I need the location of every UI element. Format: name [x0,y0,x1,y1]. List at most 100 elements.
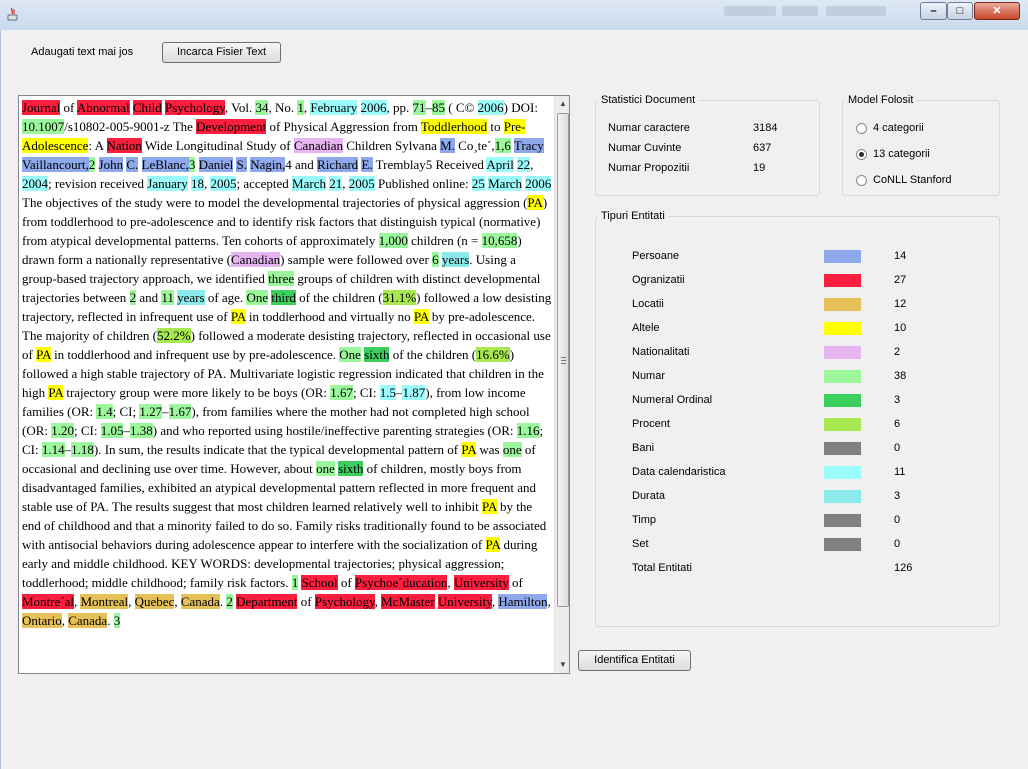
entity-type-count: 0 [894,514,901,526]
text-segment: ( C© [445,100,478,115]
entity-highlight: Montre´al [22,594,74,609]
minimize-button[interactable]: – [920,2,947,20]
entity-highlight: Nation [106,138,142,153]
document-stats-title: Statistici Document [598,94,699,106]
sentences-value: 19 [753,162,766,174]
entity-type-label: Timp [632,514,657,526]
entity-type-count: 27 [894,274,907,286]
title-bar-blurred-area [724,6,776,16]
text-segment: in toddlerhood and infrequent use by pre… [50,347,340,362]
entity-color-swatch [824,538,861,551]
entity-highlight: 3 [113,613,121,628]
entity-highlight: One [339,347,361,362]
text-segment: during early and middle childhood. KEY W… [22,537,538,590]
entity-highlight: one [502,442,522,457]
entity-highlight: PA [413,309,429,324]
text-segment: 4 and [285,157,318,172]
load-file-button[interactable]: Incarca Fisier Text [162,42,281,63]
radio-4-categorii-label[interactable]: 4 categorii [873,122,924,134]
entity-highlight: 1.16 [516,423,540,438]
text-segment: ; CI: [22,423,544,457]
text-segment: of children, mostly boys from disadvanta… [22,461,537,514]
entity-highlight: 25 [471,176,485,191]
entity-highlight: 1.18 [71,442,94,457]
radio-conll-stanford[interactable] [856,175,867,186]
entity-color-swatch [824,298,861,311]
entity-highlight: 16.6% [476,347,510,362]
text-segment: of [337,575,355,590]
vertical-scrollbar[interactable]: ▲ ▼ [554,96,569,673]
entity-highlight: 85 [432,100,446,115]
entity-highlight: 2 [129,290,137,305]
text-segment: Children Sylvana [342,138,441,153]
text-segment: . Using a group-based trajectory approac… [22,252,516,286]
entity-type-label: Altele [632,322,660,334]
entity-highlight: Ontario [22,613,62,628]
entity-color-swatch [824,490,861,503]
entity-highlight: 1.38 [129,423,153,438]
entity-color-swatch [824,442,861,455]
document-text-area[interactable]: Journal of Abnormal Child Psychology, Vo… [18,95,570,674]
text-segment: , [447,575,454,590]
scrollbar-thumb[interactable] [557,113,569,607]
radio-conll-stanford-label[interactable]: CoNLL Stanford [873,174,952,186]
scroll-down-icon[interactable]: ▼ [559,660,567,669]
entity-highlight: sixth [338,461,364,476]
entity-highlight: M. [440,138,455,153]
entity-highlight: University [437,594,492,609]
entity-highlight: 1.4 [96,404,113,419]
entity-color-swatch [824,514,861,527]
text-segment: ) DOI: [503,100,538,115]
entity-highlight: years [177,290,205,305]
entity-highlight: PA [461,442,477,457]
entity-type-label: Set [632,538,649,550]
entity-highlight: 71 [412,100,426,115]
entity-highlight: 1 [297,100,304,115]
entity-highlight: PA [485,537,501,552]
model-title: Model Folosit [845,94,917,106]
text-segment: of [60,100,77,115]
entity-highlight: 1.67 [168,404,192,419]
text-segment: of the children ( [389,347,477,362]
entity-highlight: One [246,290,269,305]
radio-13-categorii[interactable] [856,149,867,160]
radio-4-categorii[interactable] [856,123,867,134]
text-segment: children (n = [407,233,482,248]
entity-highlight: S. [236,157,247,172]
grip-line [561,363,566,364]
entity-type-count: 2 [894,346,901,358]
text-segment: /s10802-005-9001-z The [64,119,197,134]
text-segment: in toddlerhood and virtually no [245,309,414,324]
scroll-up-icon[interactable]: ▲ [559,99,567,108]
entity-highlight: Child [132,100,162,115]
text-segment: of [297,594,315,609]
close-button[interactable]: ✕ [974,2,1020,20]
entity-type-label: Persoane [632,250,680,262]
entity-type-count: 6 [894,418,901,430]
text-segment: trajectory group were more likely to be … [63,385,331,400]
entity-type-label: Durata [632,490,666,502]
radio-13-categorii-label[interactable]: 13 categorii [873,148,930,160]
entity-highlight: Montreal [80,594,129,609]
entity-highlight: Abnormal [76,100,130,115]
text-segment: . [219,594,227,609]
text-segment: , Vol. [224,100,256,115]
text-segment: of [508,575,523,590]
entity-highlight: three [268,271,295,286]
entity-highlight: sixth [364,347,390,362]
document-text[interactable]: Journal of Abnormal Child Psychology, Vo… [22,98,552,630]
entity-type-count: 38 [894,370,907,382]
text-segment: of Physical Aggression from [266,119,421,134]
sentences-label: Numar Propozitii [608,162,690,174]
text-segment: – [425,100,433,115]
entity-highlight: 1 [291,575,299,590]
entity-highlight: John [98,157,124,172]
close-icon: ✕ [992,5,1002,17]
text-segment: , [374,594,382,609]
entity-types-title: Tipuri Entitati [598,210,668,222]
maximize-button[interactable]: □ [947,2,973,20]
entity-color-swatch [824,418,861,431]
identify-entities-button[interactable]: Identifica Entitati [578,650,691,671]
entity-highlight: Psychology [165,100,225,115]
entity-highlight: January [147,176,188,191]
